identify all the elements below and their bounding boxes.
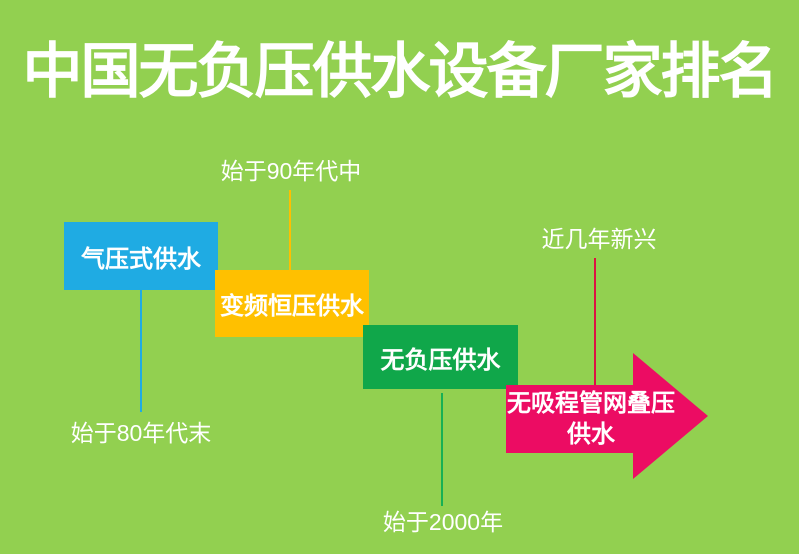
stage-note-nonnegative: 始于2000年 (382, 509, 504, 535)
connector-line-nonnegative (441, 393, 443, 506)
stage-label-vfd: 变频恒压供水 (220, 293, 364, 320)
connector-line-stacked-supply (594, 258, 596, 385)
stage-label-pneumatic: 气压式供水 (81, 245, 201, 273)
stage-box-nonnegative: 无负压供水 (363, 325, 518, 389)
stage-label-stacked-supply-line1: 无吸程管网叠压 (507, 390, 675, 417)
stage-box-pneumatic: 气压式供水 (64, 222, 218, 290)
stage-note-pneumatic: 始于80年代末 (70, 420, 212, 446)
stage-label-stacked-supply-line2: 供水 (567, 421, 615, 448)
stage-note-stacked-supply: 近几年新兴 (541, 226, 657, 252)
stage-box-vfd: 变频恒压供水 (215, 270, 369, 337)
connector-line-pneumatic (140, 290, 142, 412)
stage-label-nonnegative: 无负压供水 (380, 346, 501, 374)
stage-note-vfd: 始于90年代中 (220, 158, 362, 184)
right-arrow-shape (506, 353, 708, 479)
stage-label-stacked-supply: 无吸程管网叠压 供水 (501, 385, 681, 453)
connector-line-vfd (289, 190, 291, 270)
page-title: 中国无负压供水设备厂家排名 (22, 38, 779, 105)
